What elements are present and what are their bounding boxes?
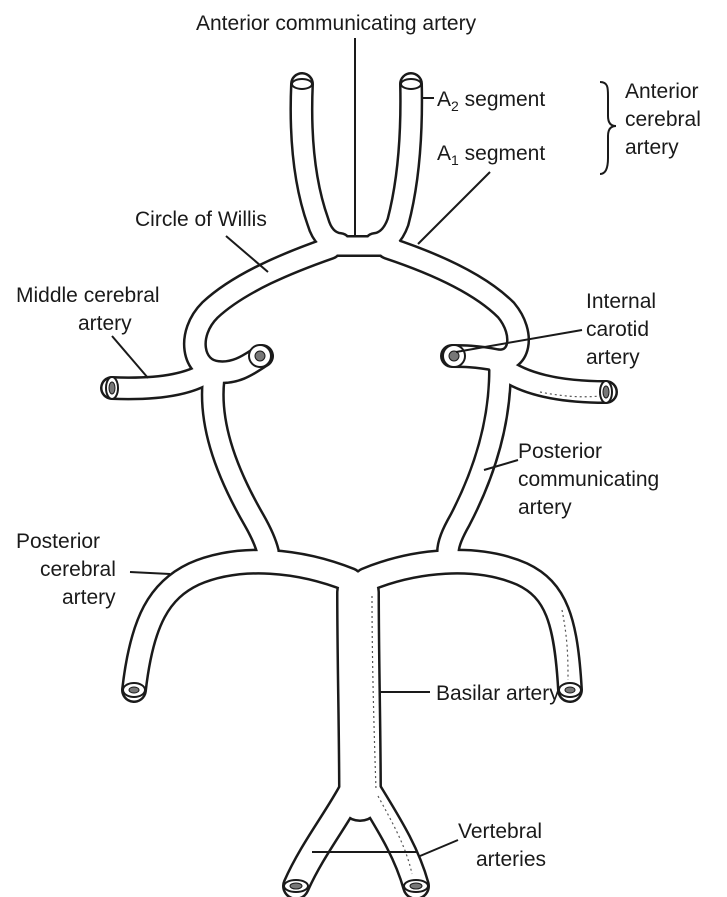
anterior-communicating-label: Anterior communicating artery <box>196 12 477 35</box>
middle-cerebral-label-line1: Middle cerebral <box>16 284 160 307</box>
posterior-communicating-label-line1: Posterior <box>518 440 602 463</box>
internal-carotid-label-line3: artery <box>586 346 640 369</box>
middle-cerebral-leader <box>112 336 148 378</box>
posterior-cerebral-label-line2: cerebral <box>40 558 116 581</box>
posterior-cerebral-label-line3: artery <box>62 586 116 609</box>
basilar-label: Basilar artery <box>436 682 560 705</box>
anterior-cerebral-label-line1: Anterior <box>625 80 699 103</box>
right-vertebral-leader <box>420 840 458 856</box>
circle-of-willis-leader <box>226 236 268 272</box>
a2-segment-label: A2 segment <box>437 88 545 114</box>
vertebral-label-line2: arteries <box>476 848 546 871</box>
a1-leader <box>418 172 490 244</box>
internal-carotid-label-line2: carotid <box>586 318 649 341</box>
anterior-cerebral-label-line3: artery <box>625 136 679 159</box>
circle-of-willis-label: Circle of Willis <box>135 208 267 231</box>
anterior-cerebral-label-line2: cerebral <box>625 108 701 131</box>
anterior-cerebral-bracket <box>600 82 616 174</box>
posterior-communicating-label-line2: communicating <box>518 468 659 491</box>
posterior-communicating-label-line3: artery <box>518 496 572 519</box>
posterior-cerebral-label-line1: Posterior <box>16 530 100 553</box>
a1-segment-label: A1 segment <box>437 142 545 168</box>
vertebral-label-line1: Vertebral <box>458 820 542 843</box>
internal-carotid-label-line1: Internal <box>586 290 656 313</box>
posterior-cerebral-leader <box>130 572 170 574</box>
middle-cerebral-label-line2: artery <box>78 312 132 335</box>
